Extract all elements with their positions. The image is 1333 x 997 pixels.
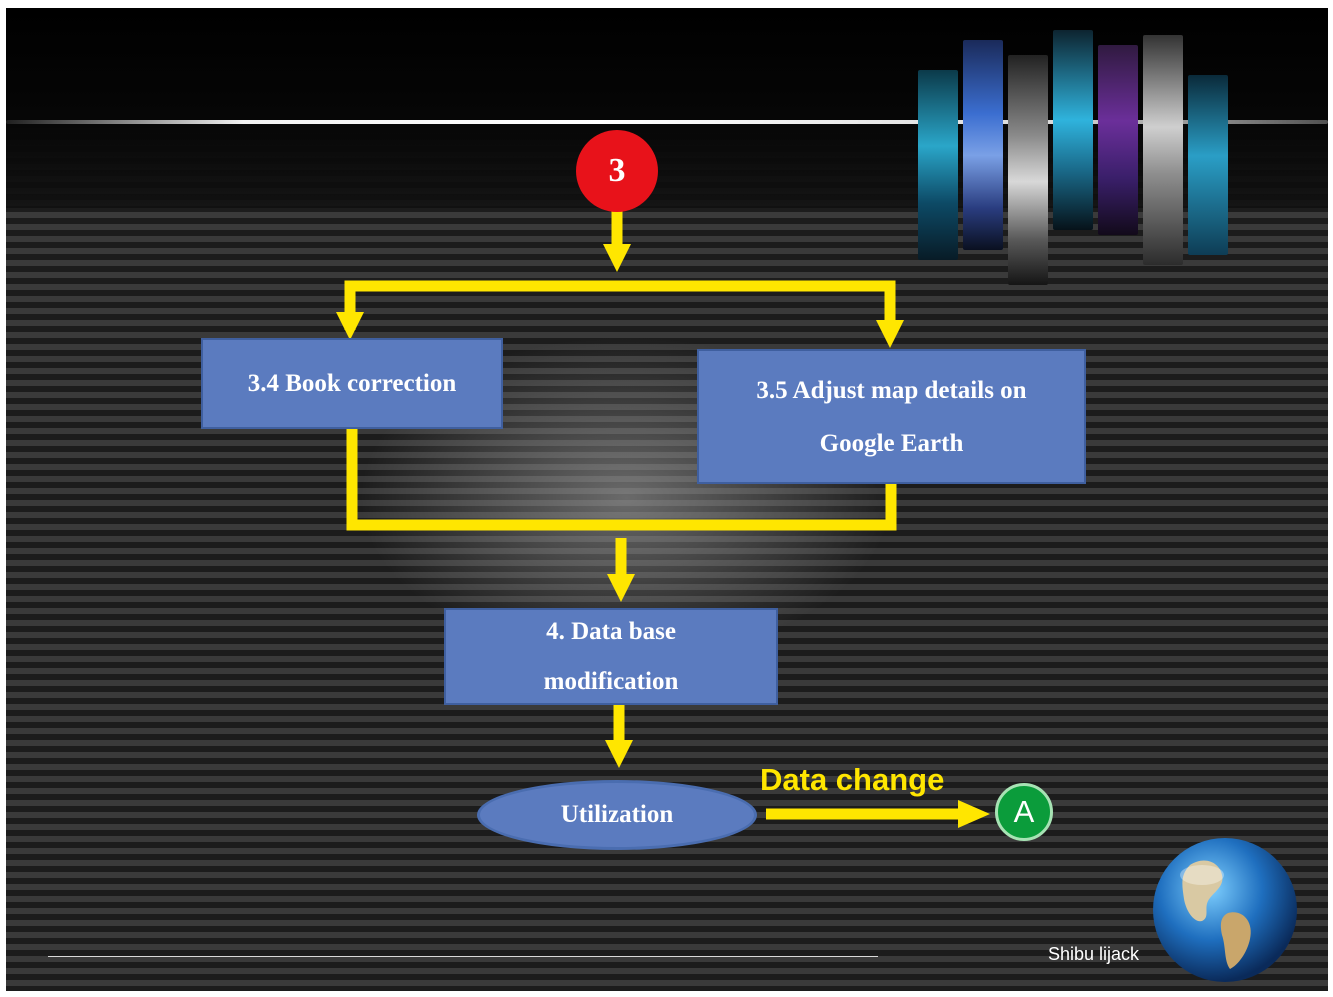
author-credit: Shibu lijack xyxy=(1048,944,1140,964)
utilization-label: Utilization xyxy=(560,801,674,828)
database-label-line2: modification xyxy=(543,667,679,695)
globe-icon xyxy=(1153,838,1297,982)
footer-divider xyxy=(48,956,878,957)
book-correction-label: 3.4 Book correction xyxy=(247,370,457,397)
data-change-label: Data change xyxy=(760,762,945,797)
start-badge-label: 3 xyxy=(608,152,626,189)
header-divider xyxy=(6,120,1328,124)
database-modification-box: 4. Data base modification xyxy=(444,608,778,705)
utilization-oval: Utilization xyxy=(477,780,757,850)
world-map-strips xyxy=(908,30,1228,285)
end-badge-label: A xyxy=(1013,794,1035,829)
adjust-map-label-line2: Google Earth xyxy=(819,429,964,457)
book-correction-box: 3.4 Book correction xyxy=(201,338,503,429)
adjust-map-label-line1: 3.5 Adjust map details on xyxy=(756,376,1027,404)
end-connector-badge: A xyxy=(995,783,1053,841)
database-label-line1: 4. Data base xyxy=(546,617,676,645)
start-connector-badge: 3 xyxy=(576,130,658,212)
slide-background xyxy=(6,8,1328,991)
adjust-map-box: 3.5 Adjust map details on Google Earth xyxy=(697,349,1086,484)
